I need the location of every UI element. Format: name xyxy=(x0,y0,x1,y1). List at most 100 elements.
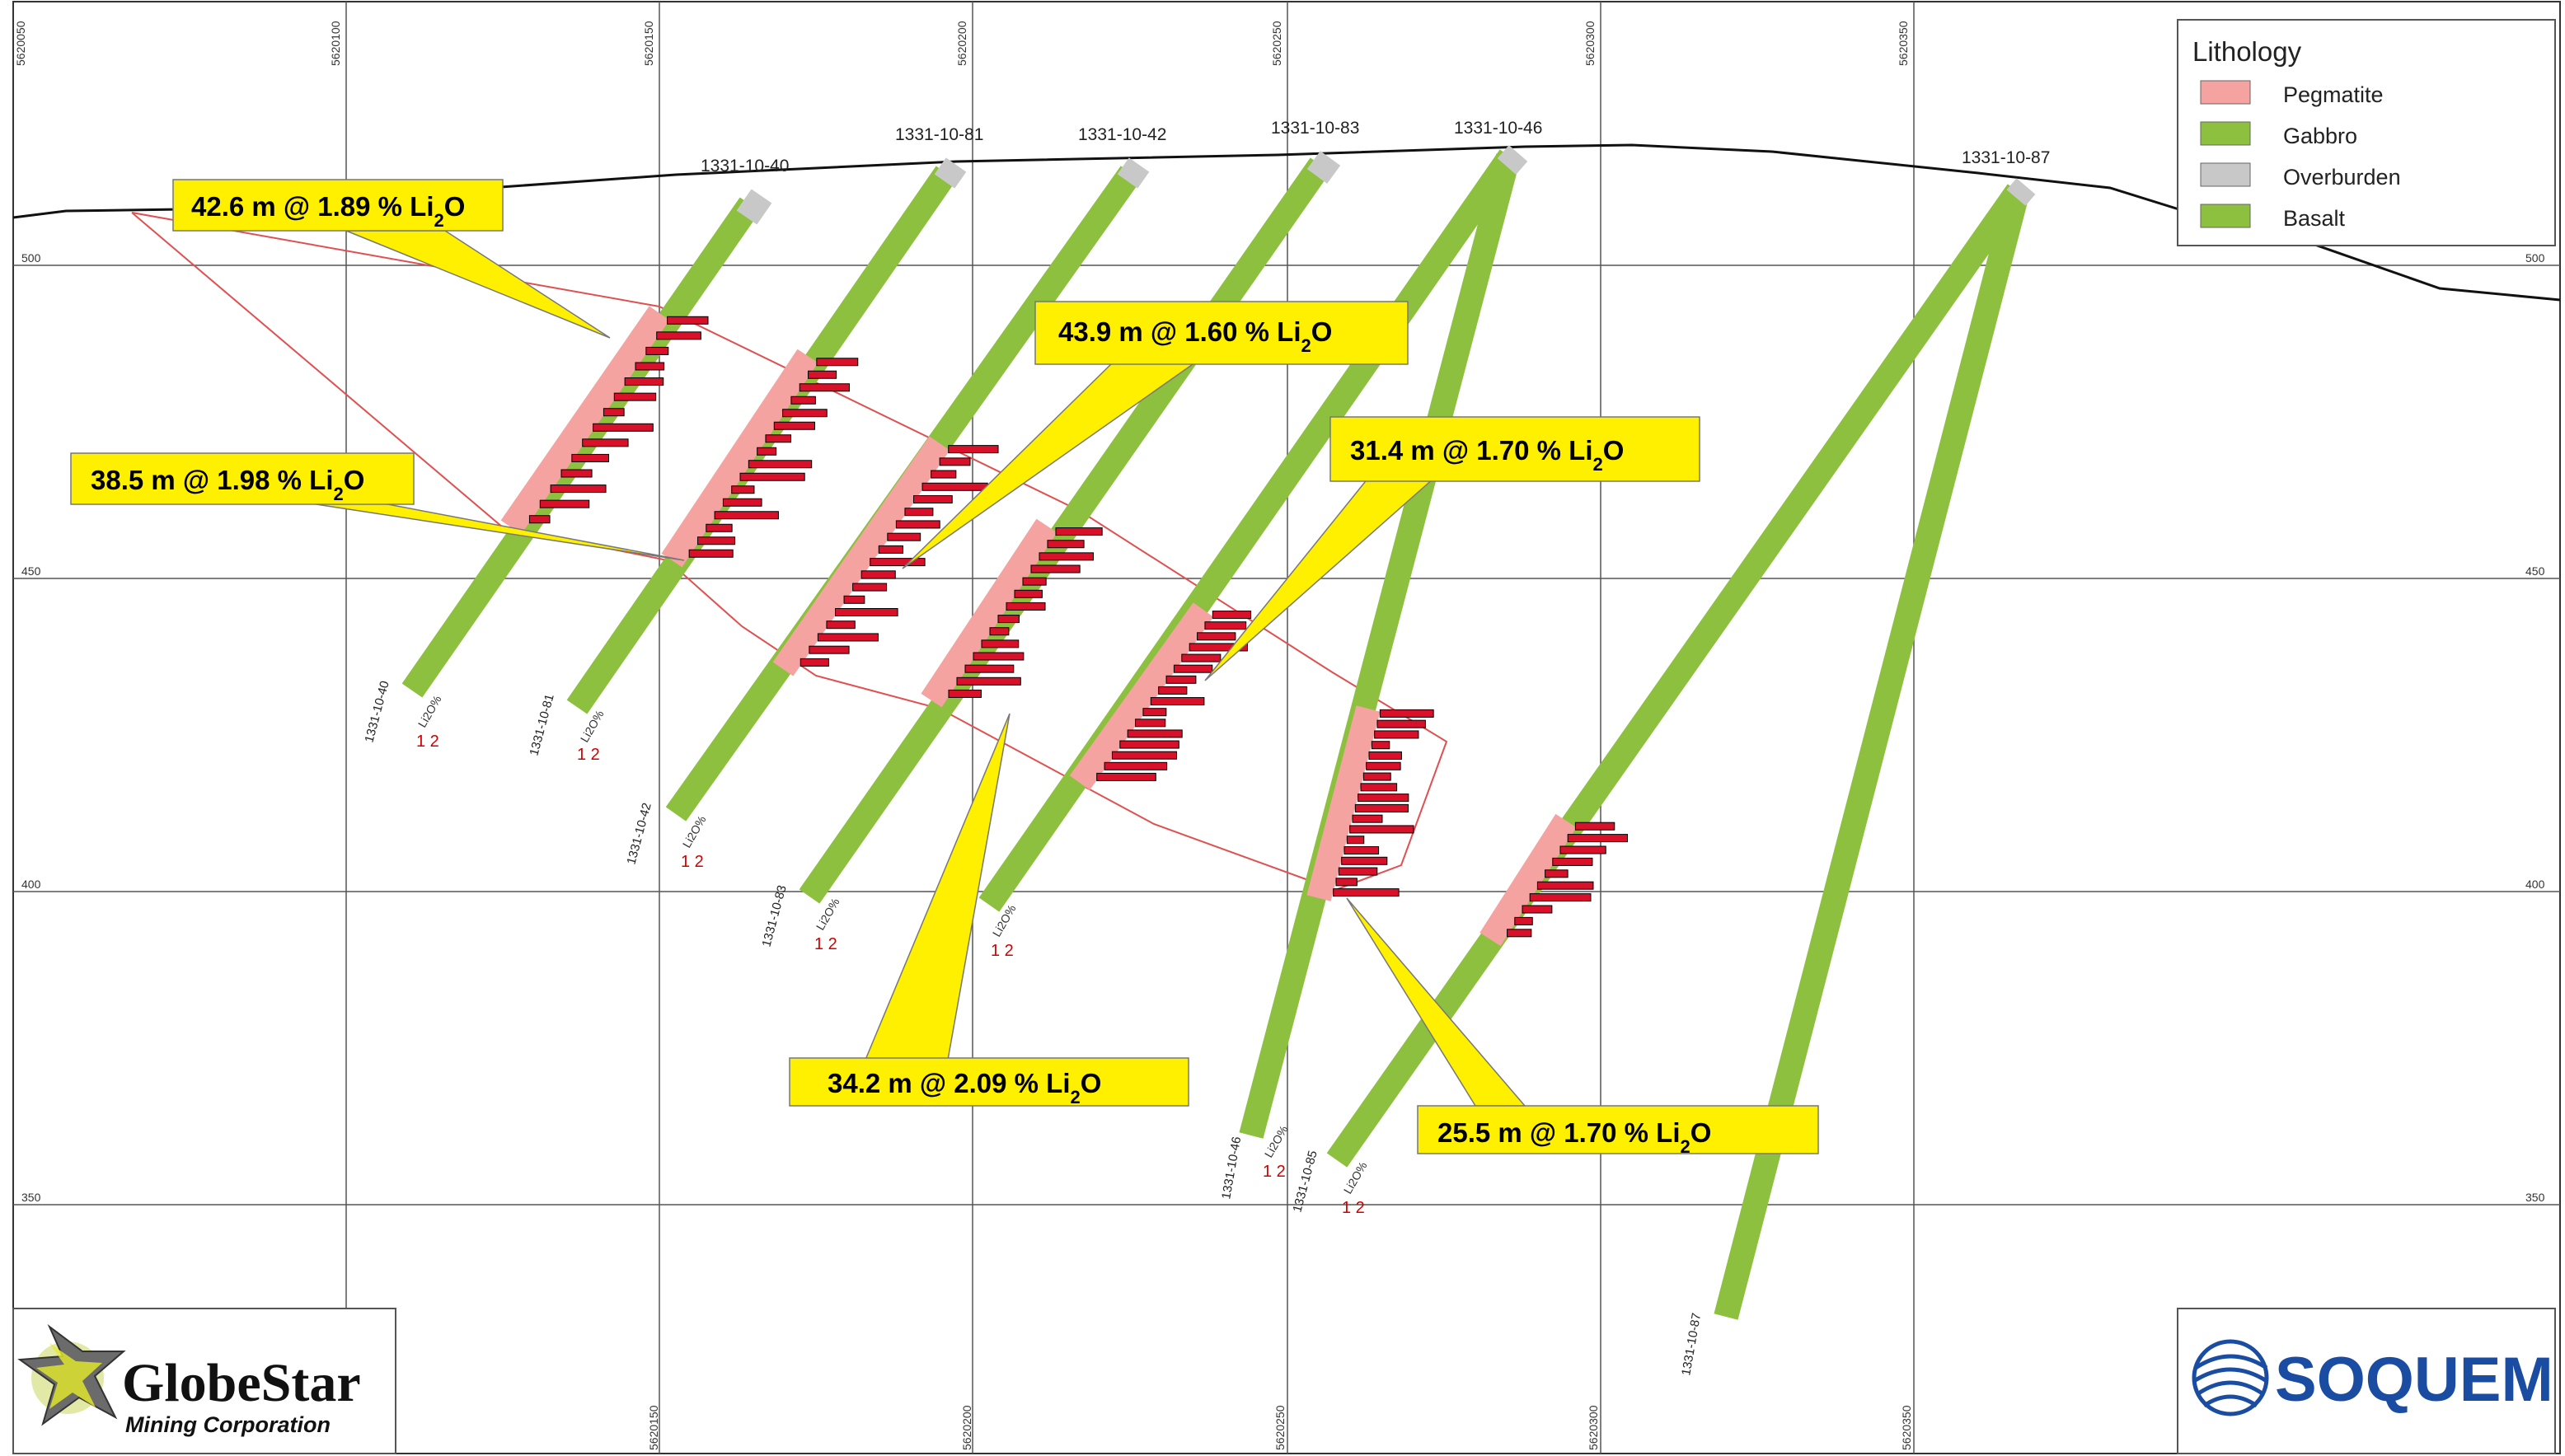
assay-bar xyxy=(1006,602,1046,611)
assay-bar xyxy=(706,523,733,532)
assay-bar xyxy=(1379,709,1434,718)
assay-bar xyxy=(757,447,777,456)
soquem-logo: SOQUEM xyxy=(2177,1308,2556,1454)
intercept-callout-2 xyxy=(70,452,415,505)
easting-label-top: 5620250 xyxy=(1270,21,1283,66)
pegmatite-intervals xyxy=(500,306,1577,947)
assay-bar xyxy=(1358,794,1409,803)
assay-bar xyxy=(582,438,629,447)
easting-label-bottom: 5620250 xyxy=(1273,1405,1287,1450)
legend-swatch-overburden xyxy=(2200,162,2251,187)
assay-bar xyxy=(1362,772,1391,781)
assay-bar xyxy=(887,532,921,541)
svg-text:1 2: 1 2 xyxy=(1263,1163,1286,1181)
easting-label-top: 5620300 xyxy=(1583,21,1597,66)
assay-bar xyxy=(1204,621,1247,630)
assay-bar xyxy=(722,498,762,507)
assay-bar xyxy=(816,358,859,367)
assay-bar xyxy=(1096,772,1156,781)
assay-bar xyxy=(714,511,779,520)
intercept-callout-4 xyxy=(1329,416,1700,482)
assay-bar xyxy=(1514,916,1533,925)
assay-bar xyxy=(852,583,888,592)
elevation-label-left: 450 xyxy=(21,564,41,578)
svg-text:1 2: 1 2 xyxy=(681,853,704,871)
drill-hole-46 xyxy=(1239,153,1521,1139)
assay-histograms xyxy=(528,316,1629,938)
assay-bar xyxy=(560,469,593,478)
easting-label-top: 5620200 xyxy=(955,21,968,66)
easting-label-top: 5620350 xyxy=(1897,21,1910,66)
assay-bar xyxy=(1197,632,1236,641)
assay-bar xyxy=(765,434,792,443)
easting-label-bottom: 5620200 xyxy=(960,1405,973,1450)
assay-bar xyxy=(790,396,816,405)
assay-bar xyxy=(571,453,610,462)
globestar-name: GlobeStar xyxy=(122,1353,361,1413)
assay-bar xyxy=(843,595,865,604)
collar-label: 1331-10-87 xyxy=(1962,148,2050,167)
overburden-segments xyxy=(736,145,2036,225)
assay-bar xyxy=(1360,783,1398,792)
legend-label: Overburden xyxy=(2283,165,2401,190)
drill-hole-85 xyxy=(1326,184,2028,1168)
assay-bar xyxy=(1104,761,1168,770)
assay-bar xyxy=(939,457,971,466)
assay-bar xyxy=(948,689,982,698)
elevation-label-right: 400 xyxy=(2525,878,2545,891)
assay-bar xyxy=(997,615,1020,624)
elevation-label-right: 350 xyxy=(2525,1191,2545,1204)
assay-bar xyxy=(860,570,896,579)
legend-label: Gabbro xyxy=(2283,124,2357,148)
assay-bar xyxy=(1574,822,1615,831)
assay-bar xyxy=(1346,836,1365,845)
legend-swatch-basalt xyxy=(2200,204,2251,228)
easting-label-bottom: 5620300 xyxy=(1587,1405,1600,1450)
assay-bar xyxy=(817,633,879,642)
assay-bar xyxy=(809,645,850,654)
assay-bar xyxy=(773,421,816,430)
assay-bar xyxy=(1349,825,1414,834)
globestar-star-icon xyxy=(17,1323,126,1426)
assay-bar xyxy=(800,658,829,667)
assay-bar xyxy=(956,677,1021,686)
assay-bar xyxy=(948,445,999,454)
legend-swatch-pegmatite xyxy=(2200,80,2251,105)
collar-label: 1331-10-81 xyxy=(895,125,983,144)
assay-bar xyxy=(1333,888,1400,897)
assay-bar xyxy=(1338,867,1378,876)
intercept-callouts: 42.6 m @ 1.89 % Li2O 38.5 m @ 1.98 % Li2… xyxy=(70,179,1819,1157)
assay-bar xyxy=(1354,803,1409,812)
elevation-label-left: 500 xyxy=(21,251,41,265)
collar-label: 1331-10-46 xyxy=(1454,119,1542,138)
assay-bar xyxy=(1181,653,1222,662)
assay-bar xyxy=(1567,834,1629,843)
assay-bar xyxy=(1142,708,1167,717)
assay-bar xyxy=(1343,846,1380,854)
assay-bar xyxy=(1559,845,1606,854)
svg-text:1 2: 1 2 xyxy=(577,746,600,764)
collar-labels: 1331-10-40 1331-10-81 1331-10-42 1331-10… xyxy=(701,119,2050,176)
assay-bar xyxy=(1047,540,1085,549)
svg-text:1 2: 1 2 xyxy=(814,935,837,953)
collar-label: 1331-10-42 xyxy=(1078,125,1166,144)
assay-bar xyxy=(981,639,1020,648)
assay-bar xyxy=(613,392,657,401)
assay-bar xyxy=(1368,751,1402,760)
assay-bar xyxy=(913,495,953,503)
assay-bar xyxy=(748,460,813,469)
lithology-legend: Lithology Pegmatite Gabbro Overburden Ba… xyxy=(2177,19,2556,246)
assay-bar xyxy=(782,409,828,418)
globestar-sub: Mining Corporation xyxy=(125,1412,331,1437)
assay-bar xyxy=(1039,552,1095,561)
assay-bar xyxy=(931,470,957,479)
assay-bar xyxy=(878,545,903,554)
intercept-callout-6 xyxy=(1417,1105,1819,1154)
assay-bar xyxy=(1030,564,1081,574)
assay-bar xyxy=(1189,643,1248,652)
assay-bar xyxy=(1352,814,1383,823)
legend-swatch-gabbro xyxy=(2200,121,2251,146)
assay-bar xyxy=(835,608,898,616)
elevation-label-right: 450 xyxy=(2525,564,2545,578)
assay-bar xyxy=(808,370,837,379)
